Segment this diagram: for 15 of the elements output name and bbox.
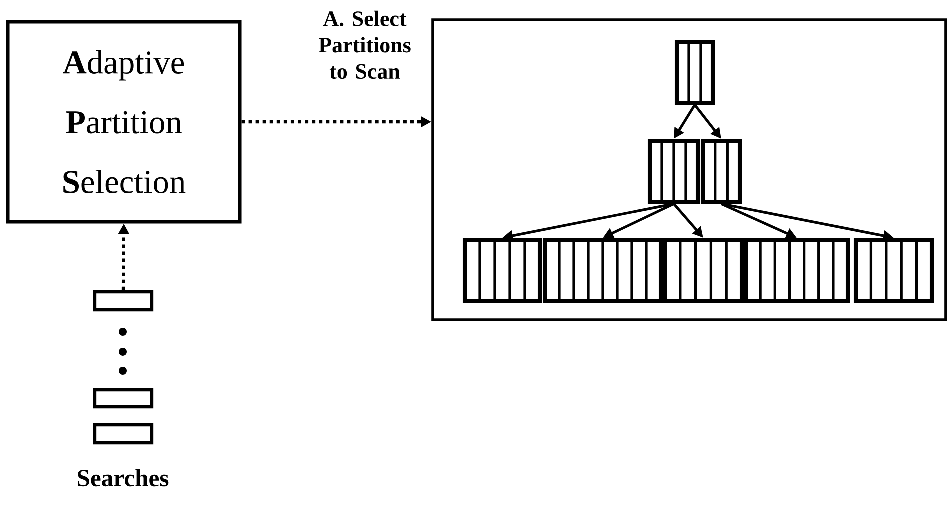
partition-box [744,238,850,304]
query-box [93,388,154,409]
caption-text: Searches [78,469,169,487]
query-box [93,290,154,312]
process-box: Adaptive Partition Selection [6,20,242,224]
partition-box [542,238,664,304]
partition-box [648,138,700,204]
edge-label: A. Select Partitions to Scan [319,10,411,80]
partition-box [700,138,742,204]
partition-box [662,238,744,304]
query-box [93,423,154,445]
partition-box [674,40,716,106]
partition-box [462,238,542,304]
index-box [432,18,948,322]
partition-box [854,238,934,304]
